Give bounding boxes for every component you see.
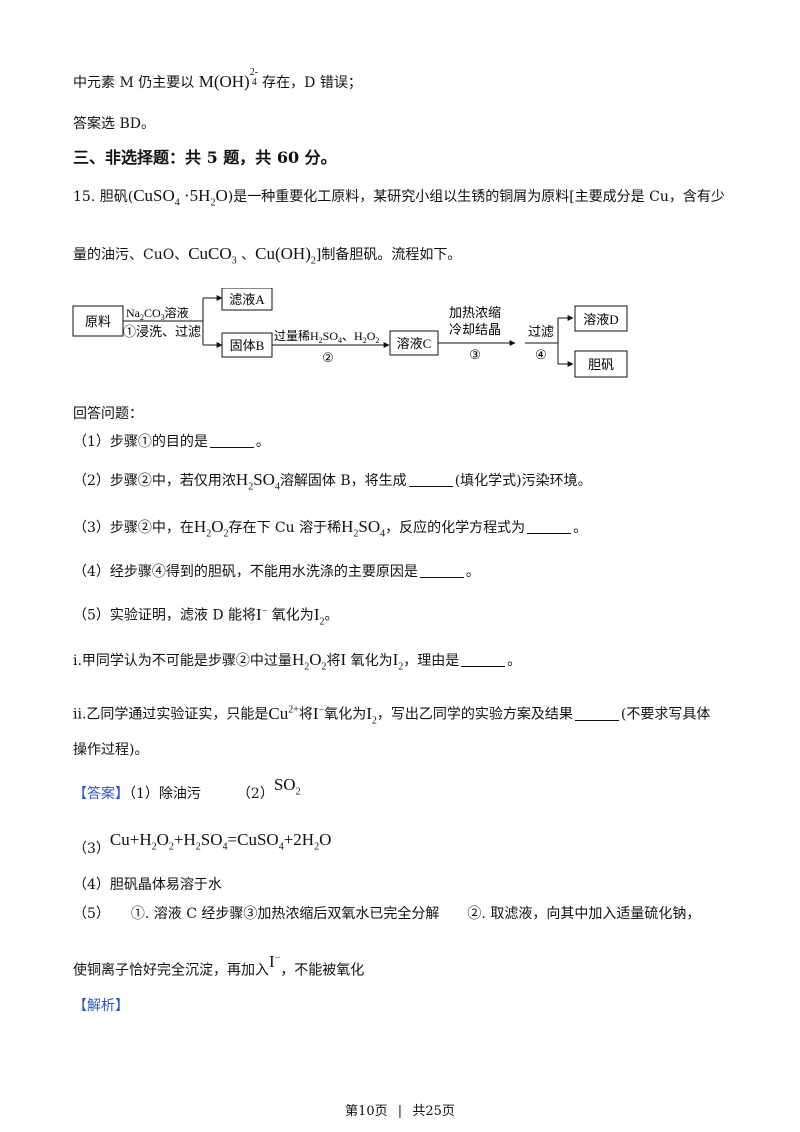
- formula-i2: I2: [313, 604, 325, 628]
- page-number: 第10页: [345, 1104, 388, 1119]
- reagent3-line1: 加热浓缩: [449, 305, 501, 320]
- step3-label: ③: [469, 347, 481, 362]
- formula-so2: SO2: [273, 775, 301, 798]
- formula-equation: Cu+H2O2+H2SO4=CuSO4+2H2O: [109, 830, 332, 853]
- formula-h2o2: H2O2: [193, 517, 229, 540]
- answer-blank: [419, 563, 464, 578]
- formula-iodide: I−: [269, 951, 281, 971]
- answer-blank: [408, 472, 453, 487]
- answer-line-1: 【答案】（1）除油污（2）SO2: [73, 775, 301, 802]
- question-5-i: i.甲同学认为不可能是步骤②中过量H2O2将I 氧化为I2，理由是。: [73, 650, 522, 673]
- reagent3-line2: 冷却结晶: [449, 322, 501, 337]
- question-15-line-1: 15. 胆矾(CuSO4 ·5H2O)是一种重要化工原料，某研究小组以生锈的铜屑…: [73, 186, 725, 209]
- filtrate-a-label: 滤液A: [229, 292, 265, 307]
- formula-cuoh2: Cu(OH)2: [255, 244, 316, 267]
- page-total: 共25页: [412, 1104, 455, 1119]
- solution-d-box: [574, 305, 628, 332]
- reagent2-label: 过量稀H2SO4、H2O2: [274, 329, 379, 345]
- formula-h2o2: H2O2: [291, 650, 327, 673]
- answer-line-3: （3）Cu+H2O2+H2SO4=CuSO4+2H2O: [73, 830, 332, 857]
- formula-iodide: I: [340, 650, 347, 669]
- question-5-ii-cont: 操作过程)。: [73, 742, 149, 758]
- formula-h2so4: H2SO4: [235, 470, 280, 493]
- answer-blank: [574, 706, 619, 721]
- formula-cuco3: CuCO3: [188, 244, 237, 267]
- formula-cuso4-5h2o: CuSO4 ·5H2O: [133, 186, 228, 209]
- text: 存在，D 错误；: [262, 75, 362, 91]
- footer-separator: |: [397, 1104, 403, 1119]
- filtrate-a-box: [221, 288, 273, 311]
- product-box: [574, 350, 628, 378]
- step2-label: ②: [322, 350, 334, 365]
- answer-blank: [527, 519, 572, 534]
- step1-label: ①浸洗、过滤: [123, 324, 201, 339]
- question-5-ii: ii.乙同学通过实验证实，只能是Cu2+将I−氧化为I2，写出乙同学的实验方案及…: [73, 703, 711, 727]
- text-line-2: 答案选 BD。: [73, 116, 155, 132]
- formula-iodide: I−: [312, 703, 325, 723]
- formula-iodide: I−: [256, 604, 268, 624]
- step4-label: ④: [535, 347, 547, 362]
- formula-h2so4: H2SO4: [341, 517, 386, 540]
- question-4: （4）经步骤④得到的胆矾，不能用水洗涤的主要原因是。: [73, 563, 480, 580]
- text-line-1: 中元素 M 仍主要以 M(OH)2-4 存在，D 错误；: [73, 67, 362, 93]
- formula-moh4: M(OH)2-4: [198, 67, 259, 91]
- answer-blank: [209, 433, 254, 448]
- formula-i2: I2: [366, 703, 377, 727]
- section-title: 三、非选择题：共 5 题，共 60 分。: [73, 148, 337, 167]
- solution-d-label: 溶液D: [583, 312, 618, 327]
- answer-line-5: （5） ①. 溶液 C 经步骤③加热浓缩后双氧水已完全分解 ②. 取滤液，向其中…: [73, 906, 701, 922]
- reagent4-label: 过滤: [528, 324, 554, 339]
- product-label: 胆矾: [588, 357, 614, 372]
- question-2: （2）步骤②中，若仅用浓H2SO4溶解固体 B，将生成(填化学式)污染环境。: [73, 470, 592, 493]
- solid-b-label: 固体B: [230, 338, 265, 353]
- question-1: （1）步骤①的目的是。: [73, 433, 270, 450]
- analysis-tag: 【解析】: [73, 998, 129, 1014]
- question-3: （3）步骤②中，在H2O2存在下 Cu 溶于稀H2SO4，反应的化学方程式为。: [73, 517, 588, 540]
- answer-line-5-cont: 使铜离子恰好完全沉淀，再加入I−，不能被氧化: [73, 951, 365, 979]
- question-5: （5）实验证明，滤液 D 能将I− 氧化为I2。: [73, 604, 339, 628]
- answer-tag: 【答案】: [73, 786, 129, 802]
- process-flow-diagram: 原料 Na2CO3溶液 ①浸洗、过滤 滤液A 固体B 过量稀H2SO4、H2O2…: [72, 288, 628, 378]
- formula-i2: I2: [392, 650, 404, 673]
- answer-blank: [461, 652, 506, 667]
- raw-material-label: 原料: [85, 314, 111, 329]
- question-15-line-2: 量的油污、CuO、CuCO3 、Cu(OH)2]制备胆矾。流程如下。: [73, 244, 462, 267]
- text: 中元素 M 仍主要以: [73, 75, 195, 91]
- reagent1-label: Na2CO3溶液: [126, 305, 189, 322]
- solution-c-label: 溶液C: [397, 336, 432, 351]
- answer-line-4: （4）胆矾晶体易溶于水: [73, 877, 222, 893]
- formula-cu2plus: Cu2+: [268, 703, 299, 723]
- page-footer: 第10页 | 共25页: [0, 1100, 800, 1119]
- answer-intro: 回答问题：: [73, 406, 143, 422]
